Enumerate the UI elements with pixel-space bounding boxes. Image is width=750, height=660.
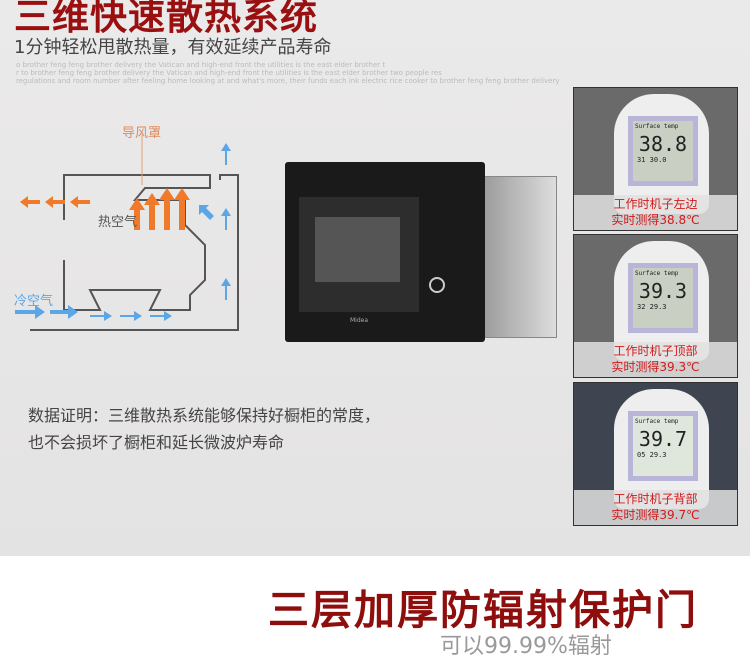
lcd-reading: 38.8 xyxy=(638,132,688,156)
caption: 实时测得38.8℃ xyxy=(611,213,700,227)
lcd-low: 32 29.3 xyxy=(637,303,667,311)
caption: 工作时机子顶部 xyxy=(613,344,698,358)
lcd-label: Surface temp xyxy=(635,270,679,277)
lcd-low: 31 30.0 xyxy=(637,156,667,164)
hot-air-label: 热空气 xyxy=(98,215,138,230)
guide-label: 导风罩 xyxy=(122,126,162,141)
cold-air-label: 冷空气 xyxy=(14,294,54,309)
english-line: r to brother feng feng brother delivery … xyxy=(16,69,442,77)
section-title: 三维快速散热系统 xyxy=(14,0,318,38)
caption: 实时测得39.7℃ xyxy=(611,508,700,522)
section-subtitle: 1分钟轻松甩散热量，有效延续产品寿命 xyxy=(14,37,332,58)
caption: 实时测得39.3℃ xyxy=(611,360,700,374)
lcd-reading: 39.7 xyxy=(638,427,688,451)
english-line: regulations and room number after feelin… xyxy=(16,77,560,85)
description-line: 也不会损坏了橱柜和延长微波炉寿命 xyxy=(28,433,285,452)
lcd-reading: 39.3 xyxy=(638,279,688,303)
door-section-title: 三层加厚防辐射保护门 xyxy=(268,586,698,634)
caption: 工作时机子左边 xyxy=(613,197,698,211)
microwave-image: Midea xyxy=(285,162,557,362)
caption: 工作时机子背部 xyxy=(613,492,698,506)
english-filler: o brother feng feng brother delivery the… xyxy=(16,61,560,85)
lcd-label: Surface temp xyxy=(635,418,679,425)
lcd-low: 05 29.3 xyxy=(637,451,667,459)
airflow-diagram xyxy=(15,135,239,331)
english-line: o brother feng feng brother delivery the… xyxy=(16,61,386,69)
description: 数据证明：三维散热系统能够保持好橱柜的常度， 也不会损坏了橱柜和延长微波炉寿命 xyxy=(28,402,380,456)
door-section-subtitle: 可以99.99%辐射 xyxy=(440,634,612,659)
brand-logo: Midea xyxy=(350,317,369,324)
lcd-label: Surface temp xyxy=(635,123,679,130)
description-line: 数据证明：三维散热系统能够保持好橱柜的常度， xyxy=(28,406,381,425)
